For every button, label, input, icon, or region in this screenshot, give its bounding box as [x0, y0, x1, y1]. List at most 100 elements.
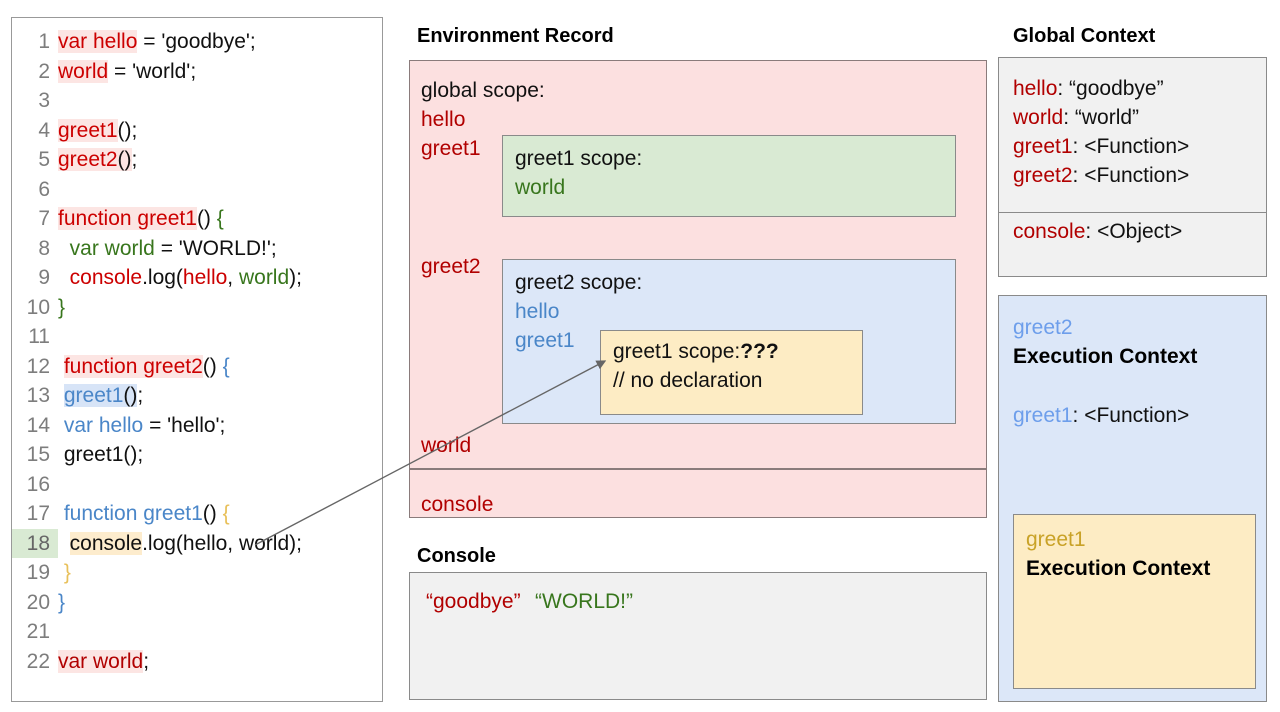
global-entry-value: “goodbye” — [1069, 77, 1164, 100]
code-line[interactable]: 1 var hello = 'goodbye'; — [12, 27, 382, 57]
global-entry-value: “world” — [1074, 106, 1140, 129]
code-line[interactable]: 13 greet1(); — [12, 381, 382, 411]
line-content: } — [63, 561, 71, 584]
line-content: greet1(); — [58, 118, 138, 142]
global-binding-world: world — [421, 434, 472, 457]
code-line[interactable]: 3 — [12, 86, 382, 116]
code-line[interactable]: 17 function greet1() { — [12, 499, 382, 529]
greet1-scope-label: greet1 scope: — [515, 147, 643, 170]
code-editor-panel[interactable]: 1 var hello = 'goodbye'; 2 world = 'worl… — [11, 17, 383, 702]
line-number: 10 — [26, 295, 50, 319]
line-content: var hello = 'goodbye'; — [58, 30, 256, 53]
line-number: 8 — [38, 236, 50, 260]
line-content: function greet1() { — [63, 502, 230, 525]
greet1-execution-context-box: greet1 Execution Context — [1013, 514, 1256, 689]
line-content: function greet1() { — [58, 207, 224, 230]
global-entry-value: <Function> — [1084, 164, 1190, 187]
code-line[interactable]: 19 } — [12, 558, 382, 588]
global-entry-key: hello — [1013, 77, 1058, 100]
line-number: 13 — [26, 384, 50, 407]
global-context-divider — [999, 212, 1266, 213]
code-line[interactable]: 15 greet1(); — [12, 440, 382, 470]
line-content: function greet2() { — [63, 354, 230, 378]
console-title: Console — [417, 545, 496, 567]
global-entry-key: world — [1013, 106, 1064, 129]
environment-record-title: Environment Record — [417, 25, 614, 47]
global-entry-key: console — [1013, 220, 1086, 243]
global-entry-console: console: <Object> — [1013, 220, 1183, 243]
code-line[interactable]: 10 } — [12, 293, 382, 323]
line-content: greet1(); — [58, 443, 144, 466]
code-line-highlighted[interactable]: 18 console.log(hello, world); — [12, 528, 382, 558]
greet2-ec-title: Execution Context — [1013, 345, 1198, 368]
code-line[interactable]: 16 — [12, 470, 382, 500]
code-line[interactable]: 4 greet1(); — [12, 116, 382, 146]
line-number: 5 — [38, 148, 50, 171]
line-content: var hello = 'hello'; — [63, 413, 226, 437]
inner-greet1-scope-box: greet1 scope:??? // no declaration — [600, 330, 863, 415]
greet2-ec-name: greet2 — [1013, 316, 1073, 339]
global-scope-label: global scope: — [421, 79, 545, 102]
code-line[interactable]: 7 function greet1() { — [12, 204, 382, 234]
greet1-ec-title: Execution Context — [1026, 557, 1211, 580]
line-number: 22 — [26, 649, 50, 673]
greet1-ec-name: greet1 — [1026, 528, 1086, 551]
line-content: greet2(); — [58, 148, 138, 171]
line-number: 12 — [26, 354, 50, 378]
global-entry-greet2: greet2: <Function> — [1013, 164, 1190, 187]
line-number: 9 — [38, 266, 50, 289]
global-binding-console: console — [421, 493, 494, 516]
code-line[interactable]: 9 console.log(hello, world); — [12, 263, 382, 293]
line-number: 7 — [38, 207, 50, 230]
greet2-ec-entry-value: <Function> — [1084, 404, 1190, 427]
console-output-box[interactable]: “goodbye” “WORLD!” — [409, 572, 987, 700]
inner-greet1-scope-comment: // no declaration — [613, 369, 763, 392]
line-number: 2 — [38, 59, 50, 83]
code-line[interactable]: 20 } — [12, 588, 382, 618]
line-content: } — [58, 295, 66, 319]
code-line[interactable]: 2 world = 'world'; — [12, 57, 382, 87]
line-number: 20 — [26, 590, 50, 614]
greet2-ec-entry-greet1: greet1: <Function> — [1013, 404, 1190, 427]
code-line[interactable]: 21 — [12, 617, 382, 647]
code-line[interactable]: 22 var world; — [12, 647, 382, 677]
global-entry-hello: hello: “goodbye” — [1013, 77, 1164, 100]
line-number: 17 — [26, 502, 50, 525]
line-number: 18 — [12, 528, 58, 558]
greet1-scope-binding-world: world — [515, 176, 566, 199]
global-entry-value: <Function> — [1084, 135, 1190, 158]
global-binding-greet1: greet1 — [421, 137, 481, 160]
line-number: 14 — [26, 413, 50, 437]
line-content: console.log(hello, world); — [69, 531, 302, 555]
line-number: 16 — [26, 472, 50, 496]
inner-greet1-scope-label: greet1 scope: — [613, 340, 741, 363]
code-line[interactable]: 11 — [12, 322, 382, 352]
global-binding-greet2: greet2 — [421, 255, 481, 278]
greet1-scope-box: greet1 scope: world — [502, 135, 956, 217]
global-entry-value: <Object> — [1097, 220, 1183, 243]
code-line[interactable]: 14 var hello = 'hello'; — [12, 411, 382, 441]
inner-greet1-scope-line: greet1 scope:??? — [613, 337, 862, 366]
global-entry-greet1: greet1: <Function> — [1013, 135, 1190, 158]
code-line[interactable]: 12 function greet2() { — [12, 352, 382, 382]
code-line[interactable]: 6 — [12, 175, 382, 205]
global-binding-hello: hello — [421, 108, 466, 131]
global-context-box: hello: “goodbye” world: “world” greet1: … — [998, 57, 1267, 277]
global-entry-key: greet2 — [1013, 164, 1073, 187]
console-output-1: “WORLD!” — [535, 590, 634, 613]
line-number: 3 — [38, 89, 50, 112]
global-entry-world: world: “world” — [1013, 106, 1140, 129]
line-number: 19 — [26, 561, 50, 584]
greet2-scope-binding-greet1: greet1 — [515, 329, 575, 352]
line-content: console.log(hello, world); — [69, 266, 302, 289]
line-number: 4 — [38, 118, 50, 142]
greet2-scope-label: greet2 scope: — [515, 271, 643, 294]
code-line[interactable]: 8 var world = 'WORLD!'; — [12, 234, 382, 264]
code-line[interactable]: 5 greet2(); — [12, 145, 382, 175]
line-content: world = 'world'; — [58, 59, 197, 83]
global-entry-key: greet1 — [1013, 135, 1073, 158]
line-number: 6 — [38, 177, 50, 201]
line-number: 15 — [26, 443, 50, 466]
inner-greet1-scope-value: ??? — [740, 340, 779, 363]
greet2-ec-entry-key: greet1 — [1013, 404, 1073, 427]
